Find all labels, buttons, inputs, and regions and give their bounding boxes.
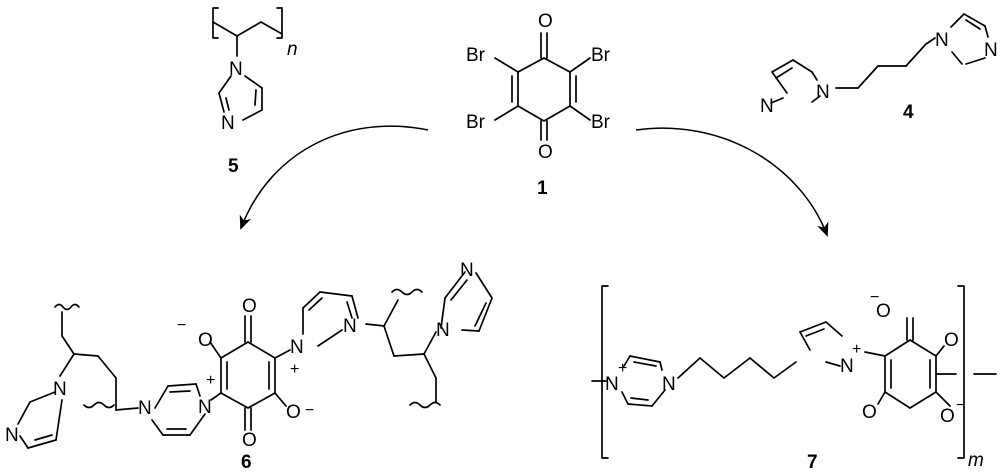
polymer-5-bonds xyxy=(212,7,283,121)
atom-nitrogen: N xyxy=(984,40,998,61)
charge-plus: + xyxy=(852,341,861,358)
atom-oxide: O xyxy=(876,301,891,322)
polymer-7-bonds xyxy=(591,285,997,459)
charge-minus: − xyxy=(870,289,879,306)
atom-nitrogen: N xyxy=(662,374,676,395)
atom-bromine: Br xyxy=(466,112,486,133)
atom-bromine: Br xyxy=(466,45,486,66)
subscript-m: m xyxy=(968,450,984,470)
atom-nitrogen: N xyxy=(53,379,67,400)
atom-oxide: O xyxy=(286,402,301,423)
compound-label-4: 4 xyxy=(903,102,914,123)
subscript-n: n xyxy=(287,39,298,60)
atom-nitrogen: N xyxy=(460,260,474,281)
atom-nitrogen: N xyxy=(760,96,774,117)
compound-label-5: 5 xyxy=(228,156,239,177)
compound-4-bisimidazole: N N N N 4 xyxy=(760,13,998,123)
atom-nitrogen: N xyxy=(935,30,949,51)
compound-7-zwitterion-polymer: N + N N + O − O O O − m 7 xyxy=(591,285,997,473)
atom-nitrogen: N xyxy=(605,374,619,395)
charge-plus: + xyxy=(290,361,299,378)
atom-oxygen: O xyxy=(862,402,877,423)
reaction-arrow-to-7 xyxy=(635,127,829,237)
compound-label-1: 1 xyxy=(537,178,548,199)
atom-oxygen: O xyxy=(242,430,257,451)
atom-nitrogen: N xyxy=(138,398,152,419)
atom-nitrogen: N xyxy=(290,337,304,358)
atom-oxygen: O xyxy=(538,11,553,32)
atom-oxygen: O xyxy=(242,296,257,317)
atom-oxygen: O xyxy=(538,142,553,163)
bisimidazole-bonds xyxy=(770,13,989,104)
charge-plus: + xyxy=(206,372,215,389)
charge-minus: − xyxy=(177,317,186,334)
atom-nitrogen: N xyxy=(5,425,19,446)
atom-oxygen: O xyxy=(944,330,959,351)
reaction-arrow-to-6 xyxy=(239,125,429,230)
atom-nitrogen: N xyxy=(343,316,357,337)
charge-minus: − xyxy=(956,397,965,414)
bromanil-bonds xyxy=(494,32,591,141)
atom-oxide: O xyxy=(940,406,955,427)
atom-nitrogen: N xyxy=(221,113,235,134)
compound-6-network: N N N N + O − O O O − N + N N N 6 xyxy=(5,260,493,473)
compound-label-6: 6 xyxy=(241,452,252,470)
atom-nitrogen: N xyxy=(436,320,450,341)
charge-minus: − xyxy=(305,402,314,419)
compound-5-polyvinylimidazole: n N N 5 xyxy=(212,7,298,177)
network-6-bonds xyxy=(17,271,493,449)
atom-nitrogen: N xyxy=(840,356,854,377)
atom-oxide: O xyxy=(198,330,213,351)
atom-bromine: Br xyxy=(591,45,611,66)
charge-plus: + xyxy=(618,360,627,377)
compound-label-7: 7 xyxy=(807,452,818,470)
compound-1-bromanil: O O Br Br Br Br 1 xyxy=(466,11,611,199)
atom-nitrogen: N xyxy=(229,59,243,80)
atom-nitrogen: N xyxy=(198,397,212,418)
atom-nitrogen: N xyxy=(816,82,830,103)
atom-bromine: Br xyxy=(591,112,611,133)
